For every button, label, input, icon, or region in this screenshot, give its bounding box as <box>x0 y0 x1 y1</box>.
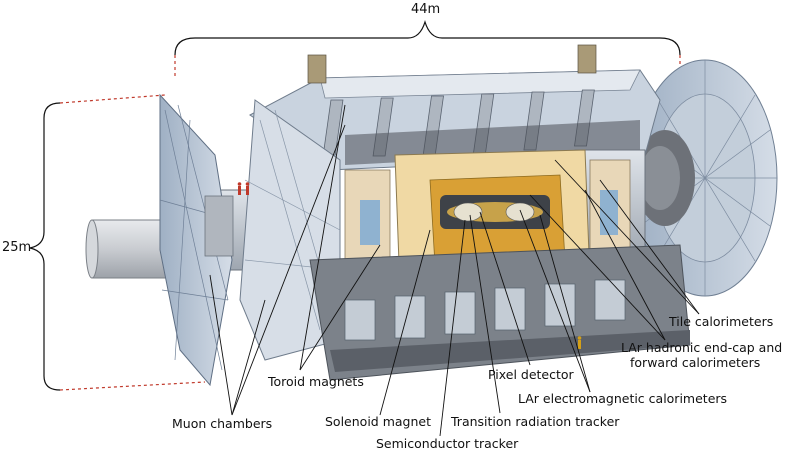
label-lar-electromagnetic: LAr electromagnetic calorimeters <box>518 391 728 406</box>
label-solenoid-magnet: Solenoid magnet <box>325 414 431 429</box>
label-pixel-detector: Pixel detector <box>488 367 574 382</box>
left-endcap-wheel <box>159 93 234 387</box>
right-endcap-wheel <box>632 59 778 297</box>
height-dimension <box>29 94 206 391</box>
label-semiconductor-tracker: Semiconductor tracker <box>376 436 519 451</box>
label-tile-calorimeters: Tile calorimeters <box>669 314 774 329</box>
human-figures <box>237 182 582 349</box>
label-toroid-magnets: Toroid magnets <box>268 374 364 389</box>
label-transition-radiation-tracker: Transition radiation tracker <box>451 414 620 429</box>
length-dimension-label: 44m <box>411 2 441 17</box>
leader-lines <box>209 104 700 437</box>
height-dimension-label: 25m <box>2 240 32 255</box>
label-muon-chambers: Muon chambers <box>172 416 273 431</box>
barrel-toroid-structure <box>184 44 691 381</box>
label-lar-hadronic-line1: LAr hadronic end-cap and <box>621 340 783 355</box>
label-lar-hadronic-line2: forward calorimeters <box>630 355 761 370</box>
